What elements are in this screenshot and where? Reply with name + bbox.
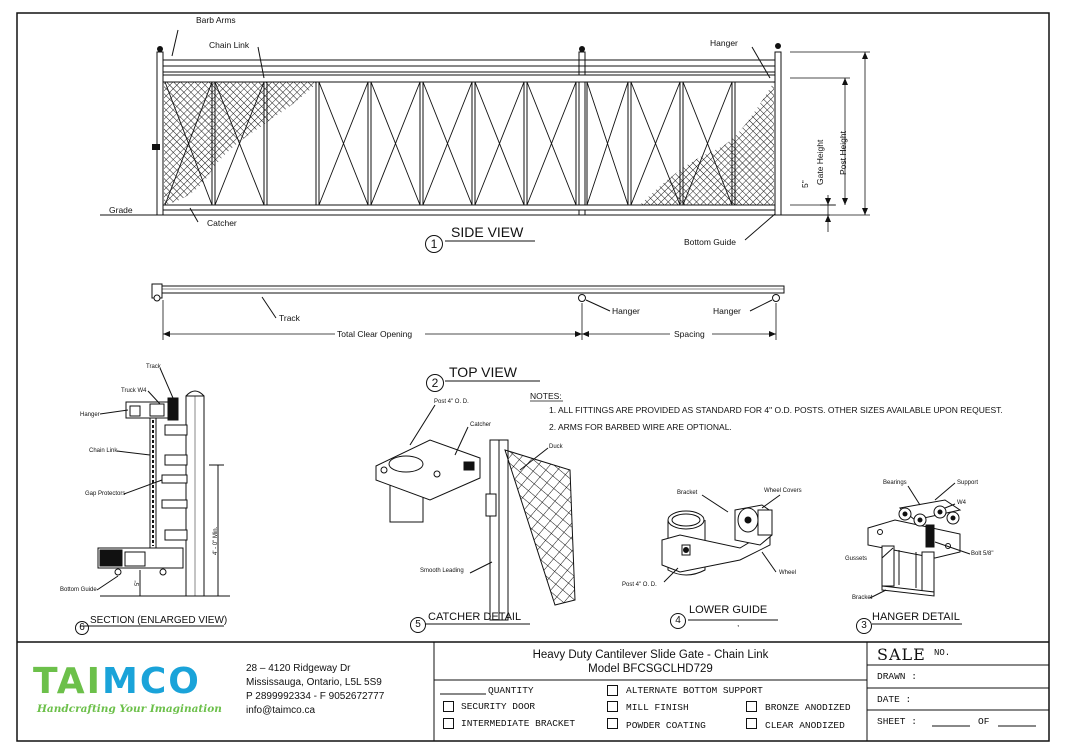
notes-title: NOTES: [530,391,562,401]
lower-guide-label-bracket: Bracket [677,490,698,496]
top-view-title: TOP VIEW [449,364,517,380]
checkbox-alt-bottom-support[interactable] [607,685,618,696]
dim-5in: 5" [800,180,810,188]
company-address-1: 28 – 4120 Ridgeway Dr [246,663,351,674]
section-title: SECTION (ENLARGED VIEW) [90,615,228,626]
catcher-label-post: Post 4" O. D. [434,399,469,405]
hanger-label-support: Support [957,480,979,486]
label-hanger: Hanger [710,38,738,48]
sheet-border [16,12,1050,742]
view-number-2: 2 [426,374,444,392]
drawn-label: DRAWN : [877,671,917,682]
option-mill-finish: MILL FINISH [626,702,689,713]
hanger-label-bolt: Bolt 5/8" [971,551,994,557]
view-number-3: 3 [856,618,872,634]
top-view-drawing [151,283,785,340]
label-track: Track [279,313,300,323]
lower-guide-label-post: Post 4" O. D. [622,582,657,588]
catcher-title: CATCHER DETAIL [428,611,522,623]
sale-no-label: NO. [934,648,951,658]
lower-guide-label-wheel: Wheel [779,570,797,576]
hanger-label-gussets: Gussets [845,556,868,562]
label-barb-arms: Barb Arms [196,15,236,25]
dim-clearance-label: Gate Height [815,90,825,185]
lower-guide-mark: , [737,618,740,628]
side-view-drawing [100,29,870,241]
company-tagline: Handcrafting Your Imagination [37,703,222,715]
section-label-chain-link: Chain Link [89,448,118,454]
dim-total-clear-opening: Total Clear Opening [337,329,413,339]
section-dim-5in: 5" [135,580,141,586]
view-number-1: 1 [425,235,443,253]
label-hanger-2: Hanger [713,306,741,316]
option-clear-anodized: CLEAR ANODIZED [765,720,845,731]
catcher-label-catcher: Catcher [470,422,492,428]
label-grade: Grade [109,205,133,215]
checkbox-clear-anodized[interactable] [746,718,757,729]
sheet-of-label: OF [978,716,990,727]
catcher-drawing [375,404,576,621]
company-phone: P 2899992334 - F 9052672777 [246,691,385,702]
hanger-label-bracket: Bracket [852,595,873,601]
option-bronze-anodized: BRONZE ANODIZED [765,702,851,713]
company-email[interactable]: info@taimco.ca [246,705,316,716]
date-label: DATE : [877,694,912,705]
label-chain-link: Chain Link [209,40,250,50]
label-hanger-1: Hanger [612,306,640,316]
section-dim-min: 4' - 0" Min. [213,526,219,555]
option-alt-bottom-support: ALTERNATE BOTTOM SUPPORT [626,685,763,696]
sale-label: SALE [877,645,926,664]
note-1: 1. ALL FITTINGS ARE PROVIDED AS STANDARD… [549,405,1003,415]
hanger-label-bearings: Bearings [883,480,907,486]
lower-guide-label-wheel-covers: Wheel Covers [764,488,802,494]
hanger-title: HANGER DETAIL [872,611,960,623]
dim-post-height-wrap: Post Height [838,86,848,175]
checkbox-intermediate-bracket[interactable] [443,718,454,729]
section-label-truck: Truck W4 [121,388,147,394]
title-block-lines [433,642,1049,741]
dim-gate-height: Gate Height [815,139,825,185]
section-label-track: Track [146,364,161,370]
drawing-title: Heavy Duty Cantilever Slide Gate - Chain… [532,649,769,661]
view-number-6: 6 [75,621,89,635]
dim-spacing: Spacing [674,329,705,339]
logo-wordmark: TAIMCO [33,661,201,702]
view-number-5: 5 [410,617,426,633]
catcher-label-smooth-leading: Smooth Leading [420,568,464,574]
hanger-drawing [867,482,971,599]
view-number-4: 4 [670,613,686,629]
company-address-2: Mississauga, Ontario, L5L 5S9 [246,677,382,688]
section-label-gap-protectors: Gap Protectors [85,491,126,497]
quantity-label: QUANTITY [488,685,534,696]
section-drawing [96,367,230,597]
lower-guide-drawing [661,494,781,583]
checkbox-mill-finish[interactable] [607,701,618,712]
label-catcher: Catcher [207,218,237,228]
hanger-label-w4: W4 [957,500,966,506]
note-2: 2. ARMS FOR BARBED WIRE ARE OPTIONAL. [549,422,732,432]
checkbox-powder-coating[interactable] [607,718,618,729]
option-powder-coating: POWDER COATING [626,720,706,731]
company-logo: TAIMCO [33,662,225,702]
checkbox-bronze-anodized[interactable] [746,701,757,712]
section-label-hanger: Hanger [80,412,100,418]
section-label-bottom-guide: Bottom Guide [60,587,97,593]
catcher-label-duck: Duck [549,444,563,450]
dim-post-height: Post Height [838,131,848,175]
lower-guide-title: LOWER GUIDE [689,604,768,616]
sheet-label: SHEET : [877,716,917,727]
side-view-title: SIDE VIEW [451,224,524,240]
option-security-door: SECURITY DOOR [461,701,536,712]
label-bottom-guide: Bottom Guide [684,237,736,247]
drawing-model: Model BFCSGCLHD729 [588,663,713,675]
option-intermediate-bracket: INTERMEDIATE BRACKET [461,718,576,729]
checkbox-security-door[interactable] [443,701,454,712]
